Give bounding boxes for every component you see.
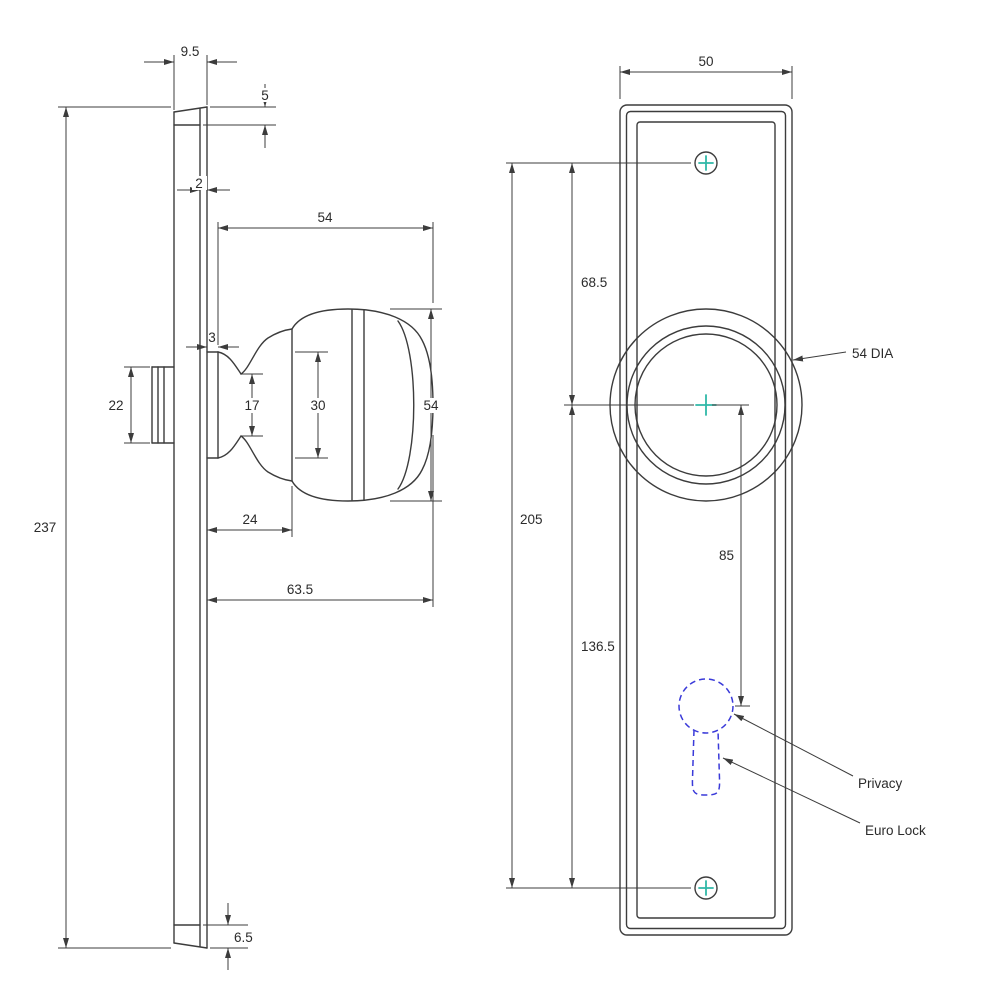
spindle-shaft <box>151 366 175 444</box>
dim-text-plate-width: 50 <box>698 54 713 69</box>
backplate-front <box>619 104 793 936</box>
euro-cylinder-circle <box>678 678 734 734</box>
screw-bottom <box>694 876 718 900</box>
dim-waist-diameter: 17 <box>241 373 263 437</box>
label-text-privacy: Privacy <box>858 776 903 791</box>
screw-top <box>694 151 718 175</box>
dim-spindle-height: 22 <box>108 366 150 444</box>
dim-bottom-edge-step: 6.5 <box>203 903 253 970</box>
label-knob-diameter: 54 DIA <box>792 346 893 362</box>
dim-text-collar-depth: 3 <box>208 330 216 345</box>
backplate-middle-step <box>625 110 787 930</box>
dim-plate-height: 237 <box>34 106 171 949</box>
dim-text-knob-width: 54 <box>317 210 333 225</box>
backplate-outer-edge <box>619 104 793 936</box>
dim-base-ring-diameter: 30 <box>295 351 330 459</box>
backplate-inner-field <box>636 121 776 919</box>
knob-side-profile <box>206 308 434 502</box>
label-text-euro-lock: Euro Lock <box>865 823 926 838</box>
dim-knob-diameter-side: 54 <box>390 308 443 502</box>
screw-top-circle <box>694 151 718 175</box>
euro-cylinder-tail <box>691 729 721 796</box>
dim-total-projection: 63.5 <box>207 435 434 607</box>
dim-knob-width: 54 <box>217 210 434 345</box>
dim-text-base-ring-diameter: 30 <box>310 398 325 413</box>
backplate-side-profile <box>173 106 208 949</box>
dim-text-knob-to-bottom-screw: 136.5 <box>581 639 615 654</box>
label-privacy: Privacy <box>733 713 903 791</box>
label-euro-lock: Euro Lock <box>722 757 926 838</box>
dim-text-face-step: 2 <box>195 176 203 191</box>
dim-text-bottom-edge-step: 6.5 <box>234 930 253 945</box>
dim-text-plate-height: 237 <box>34 520 57 535</box>
label-text-knob-diameter: 54 DIA <box>852 346 893 361</box>
screw-bottom-circle <box>694 876 718 900</box>
dim-text-spindle-height: 22 <box>108 398 123 413</box>
dim-top-edge-step: 5 <box>203 84 276 148</box>
side-view: 9.5 5 2 54 3 <box>34 44 443 970</box>
dim-text-screw-to-knob: 68.5 <box>581 275 607 290</box>
dim-knob-to-bottom-screw: 136.5 <box>569 405 615 888</box>
dim-neck-depth: 24 <box>207 486 293 537</box>
dim-text-knob-to-euro: 85 <box>719 548 734 563</box>
dim-screw-centres: 205 <box>506 163 691 889</box>
dim-text-top-edge-step: 5 <box>261 88 269 103</box>
dim-text-knob-diameter-side: 54 <box>423 398 439 413</box>
dim-text-waist-diameter: 17 <box>244 398 259 413</box>
dim-collar-depth: 3 <box>186 330 239 350</box>
dim-plate-width: 50 <box>619 54 793 99</box>
euro-cylinder-outline <box>678 678 734 796</box>
dim-screw-to-knob-centre: 68.5 <box>506 162 694 406</box>
front-view: 50 68.5 205 136.5 85 54 DIA <box>506 54 926 936</box>
dim-plate-thickness: 9.5 <box>144 44 237 110</box>
dim-text-neck-depth: 24 <box>242 512 258 527</box>
dim-face-step: 2 <box>177 176 230 193</box>
dim-text-screw-centres: 205 <box>520 512 543 527</box>
dim-text-plate-thickness: 9.5 <box>181 44 200 59</box>
dim-text-total-projection: 63.5 <box>287 582 313 597</box>
dim-knob-to-euro: 85 <box>712 404 750 707</box>
